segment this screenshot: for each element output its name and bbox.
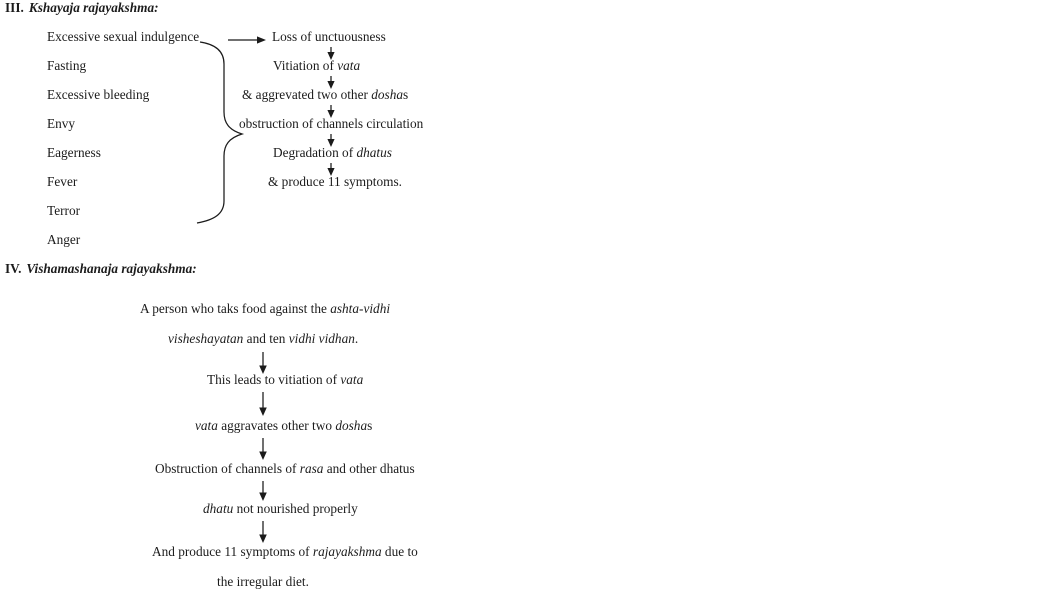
cause-item: Fasting	[47, 58, 87, 73]
flow-step: the irregular diet.	[217, 574, 309, 589]
section-iv-title: Vishamashanaja rajayakshma:	[26, 261, 197, 276]
flow-step: Degradation of dhatus	[273, 145, 392, 160]
section-iii-heading: III. Kshayaja rajayakshma:	[5, 1, 159, 15]
flow-step: obstruction of channels circulation	[239, 116, 424, 131]
flow-step: & produce 11 symptoms.	[268, 174, 402, 189]
cause-item: Terror	[47, 203, 81, 218]
flow-step: A person who taks food against the ashta…	[140, 301, 391, 316]
flow-step: Vitiation of vata	[273, 58, 361, 73]
flow-step: & aggrevated two other doshas	[242, 87, 409, 102]
section-iii-title: Kshayaja rajayakshma:	[28, 0, 159, 15]
cause-item: Eagerness	[47, 145, 101, 160]
down-arrow	[259, 481, 267, 501]
down-arrow	[259, 392, 267, 416]
right-arrow	[228, 36, 266, 44]
cause-item: Excessive bleeding	[47, 87, 150, 102]
flow-step: This leads to vitiation of vata	[207, 372, 364, 387]
cause-item: Excessive sexual indulgence	[47, 29, 200, 44]
cause-item: Envy	[47, 116, 76, 131]
flow-step: Loss of unctuousness	[272, 29, 386, 44]
curly-brace	[196, 41, 245, 224]
section-iv-numeral: IV.	[5, 261, 22, 276]
cause-item: Anger	[47, 232, 81, 247]
cause-item: Fever	[47, 174, 78, 189]
flow-step: visheshayatan and ten vidhi vidhan.	[168, 331, 359, 346]
section-iii-numeral: III.	[5, 0, 24, 15]
down-arrow	[259, 521, 267, 543]
section-iv-heading: IV. Vishamashanaja rajayakshma:	[5, 262, 197, 276]
down-arrow	[259, 352, 267, 374]
flow-step: dhatu not nourished properly	[203, 501, 358, 516]
flow-step: vata aggravates other two doshas	[195, 418, 373, 433]
flow-step: And produce 11 symptoms of rajayakshma d…	[152, 544, 418, 559]
flow-step: Obstruction of channels of rasa and othe…	[155, 461, 415, 476]
down-arrow	[259, 438, 267, 460]
